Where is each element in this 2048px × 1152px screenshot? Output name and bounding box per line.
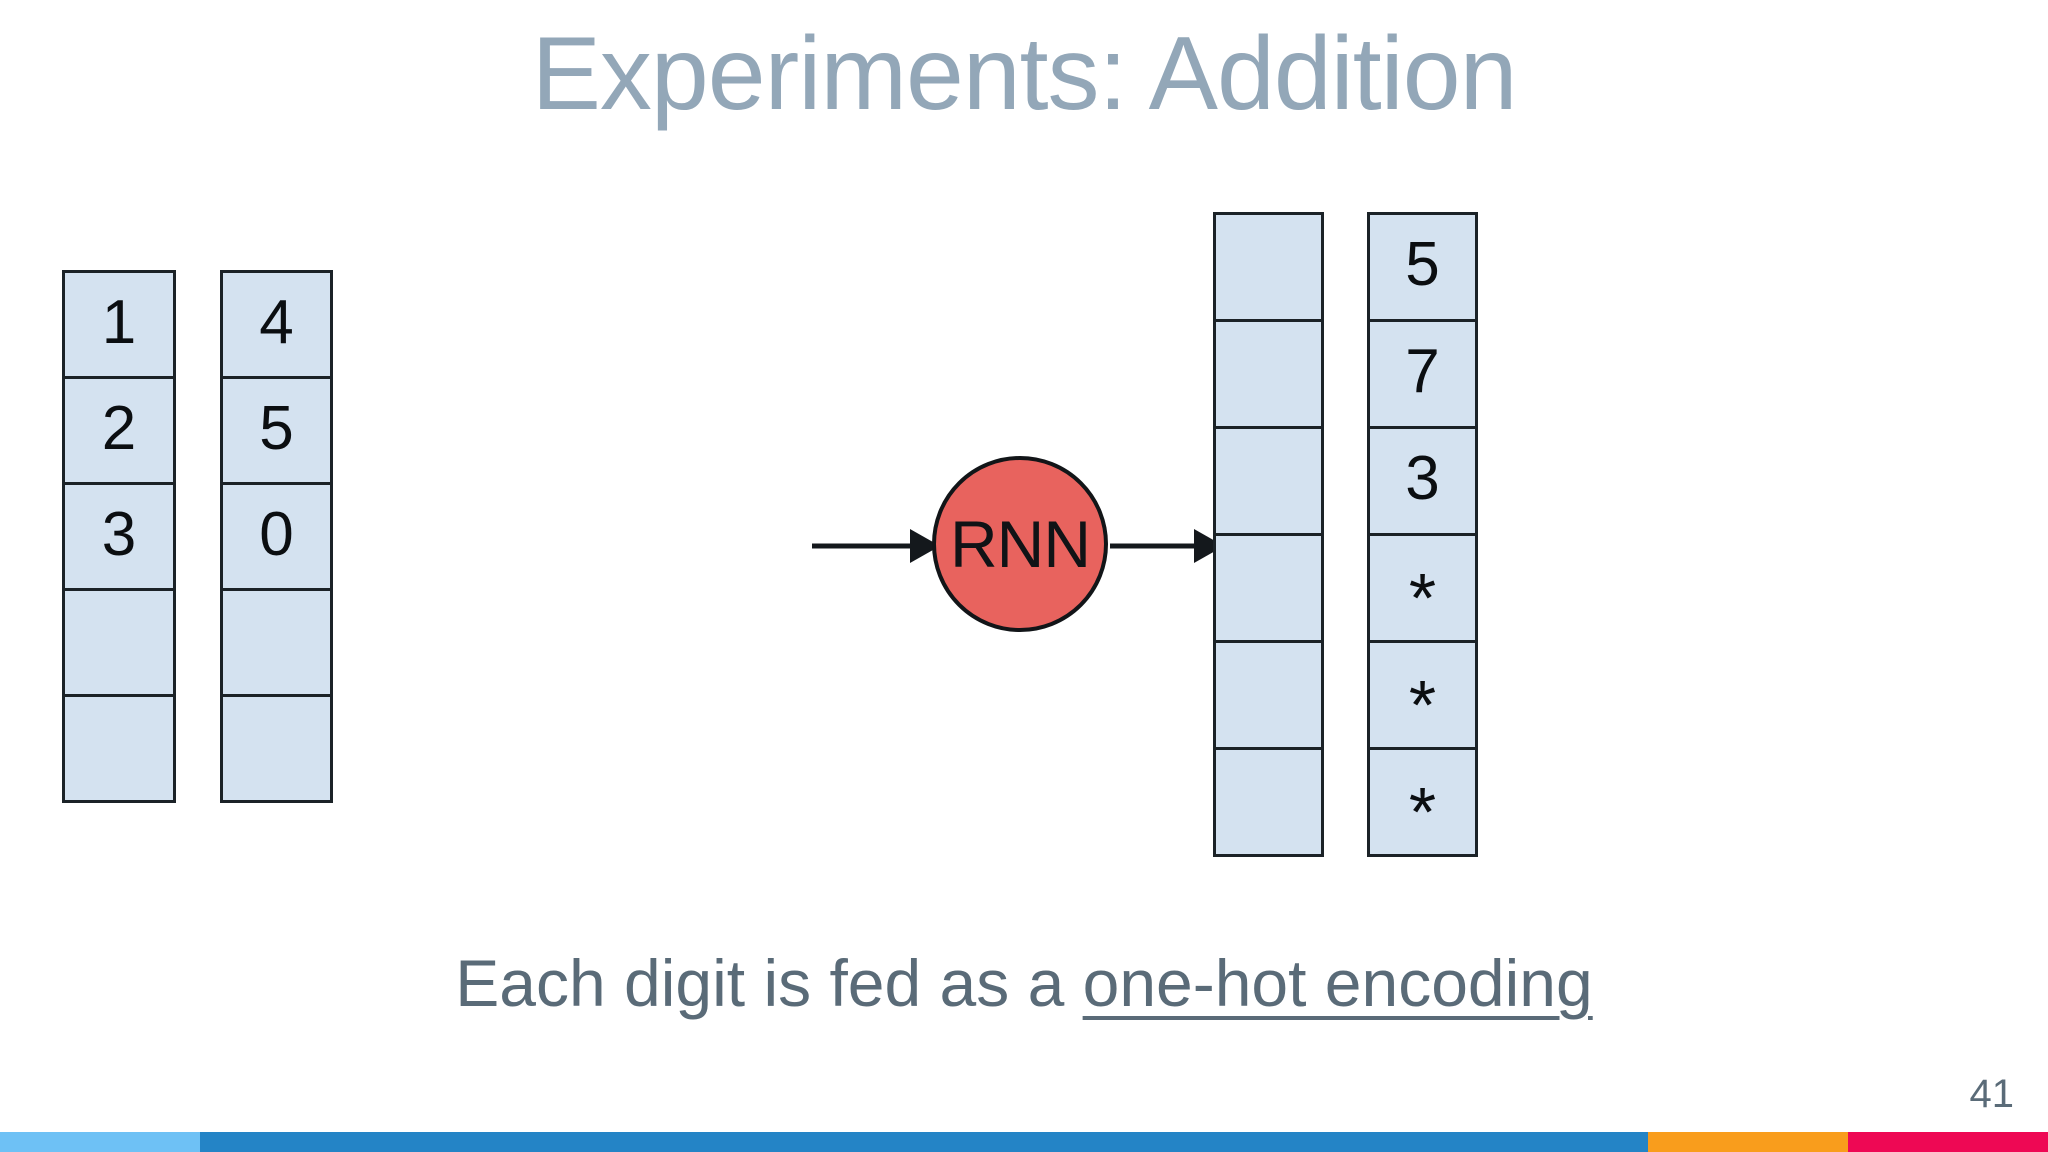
cell: 1 bbox=[62, 270, 176, 379]
cell: * bbox=[1367, 640, 1478, 750]
arrow-shaft bbox=[1110, 543, 1200, 549]
cell bbox=[62, 694, 176, 803]
cell bbox=[220, 588, 333, 697]
cell-value: 2 bbox=[101, 393, 137, 463]
cell bbox=[1213, 640, 1324, 750]
cell: 7 bbox=[1367, 319, 1478, 429]
cell: 4 bbox=[220, 270, 333, 379]
cell-value: 0 bbox=[259, 499, 294, 569]
cell bbox=[1213, 426, 1324, 536]
input-digits-a-column: 1 2 3 bbox=[62, 270, 176, 803]
footer-segment-light-blue bbox=[0, 1132, 200, 1152]
arrow-shaft bbox=[812, 543, 916, 549]
cell bbox=[1213, 533, 1324, 643]
hidden-state-column bbox=[1213, 212, 1324, 857]
cell-value: 1 bbox=[101, 287, 137, 357]
rnn-node-label: RNN bbox=[950, 507, 1091, 581]
footer-color-bar bbox=[0, 1132, 2048, 1152]
output-digits-column: 5 7 3 * * * bbox=[1367, 212, 1478, 857]
footer-segment-orange bbox=[1648, 1132, 1848, 1152]
cell-value: * bbox=[1408, 666, 1437, 744]
cell bbox=[62, 588, 176, 697]
caption: Each digit is fed as a one-hot encoding bbox=[0, 946, 2048, 1022]
footer-segment-blue bbox=[200, 1132, 1648, 1152]
footer-segment-crimson bbox=[1848, 1132, 2048, 1152]
cell-value: 3 bbox=[101, 499, 137, 569]
cell: 2 bbox=[62, 376, 176, 485]
cell-value: 5 bbox=[259, 393, 294, 463]
cell bbox=[220, 694, 333, 803]
output-arrow-icon bbox=[1110, 528, 1224, 564]
cell-value: * bbox=[1408, 773, 1437, 851]
cell-value: 5 bbox=[1405, 230, 1440, 299]
page-title: Experiments: Addition bbox=[531, 16, 1518, 132]
caption-lead-text: Each digit is fed as a bbox=[455, 946, 1083, 1020]
slide-number: 41 bbox=[1969, 1072, 2015, 1116]
cell: 0 bbox=[220, 482, 333, 591]
cell-value: 4 bbox=[259, 287, 294, 357]
caption-emphasis-text: one-hot encoding bbox=[1082, 946, 1593, 1020]
cell: 3 bbox=[1367, 426, 1478, 536]
cell: * bbox=[1367, 747, 1478, 857]
cell bbox=[1213, 319, 1324, 429]
cell-value: 7 bbox=[1405, 337, 1440, 406]
rnn-node: RNN bbox=[932, 456, 1108, 632]
cell bbox=[1213, 212, 1324, 322]
input-arrow-icon bbox=[812, 528, 940, 564]
cell-value: * bbox=[1408, 559, 1437, 637]
cell-value: 3 bbox=[1405, 444, 1440, 513]
cell: 3 bbox=[62, 482, 176, 591]
cell: 5 bbox=[1367, 212, 1478, 322]
cell bbox=[1213, 747, 1324, 857]
cell: * bbox=[1367, 533, 1478, 643]
input-digits-b-column: 4 5 0 bbox=[220, 270, 333, 803]
cell: 5 bbox=[220, 376, 333, 485]
